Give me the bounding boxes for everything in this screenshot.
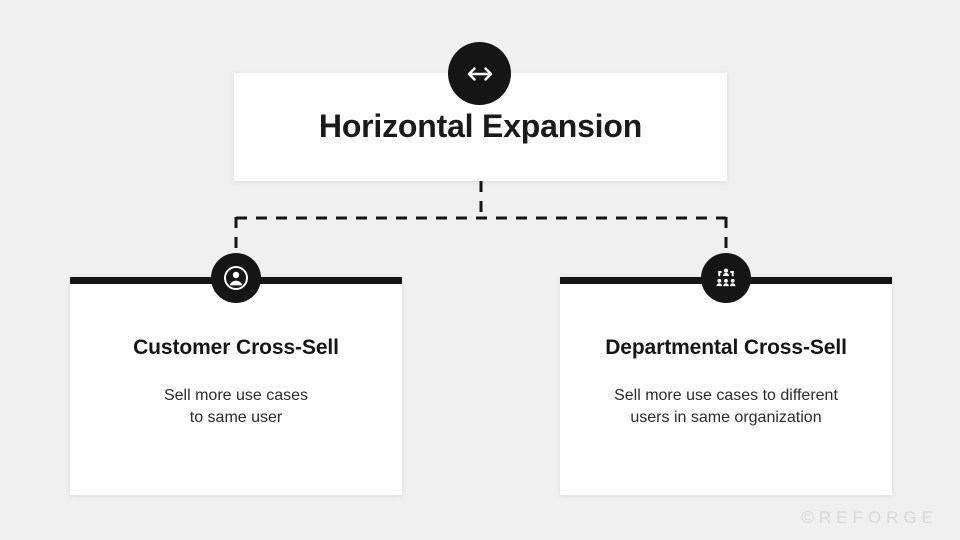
root-node-title: Horizontal Expansion xyxy=(318,108,643,145)
child-node-title: Customer Cross-Sell xyxy=(133,336,339,359)
child-node-description-line-2: to same user xyxy=(189,408,283,426)
child-node-card-customer-cross-sell[interactable]: Customer Cross-Sell Sell more use cases … xyxy=(70,277,402,495)
child-node-description: Sell more use cases to same user xyxy=(164,385,308,428)
horizontal-double-arrow-icon xyxy=(448,42,511,105)
child-node-description: Sell more use cases to different users i… xyxy=(614,385,838,428)
child-node-description-line-1: Sell more use cases to different xyxy=(614,387,838,405)
child-node-title: Departmental Cross-Sell xyxy=(605,336,847,359)
single-user-circle-icon xyxy=(211,253,261,303)
child-node-card-departmental-cross-sell[interactable]: Departmental Cross-Sell Sell more use ca… xyxy=(560,277,892,495)
reforge-watermark: ©REFORGE xyxy=(801,508,938,527)
organization-group-icon xyxy=(701,253,751,303)
child-node-description-line-2: users in same organization xyxy=(630,408,822,426)
child-node-description-line-1: Sell more use cases xyxy=(163,387,309,405)
